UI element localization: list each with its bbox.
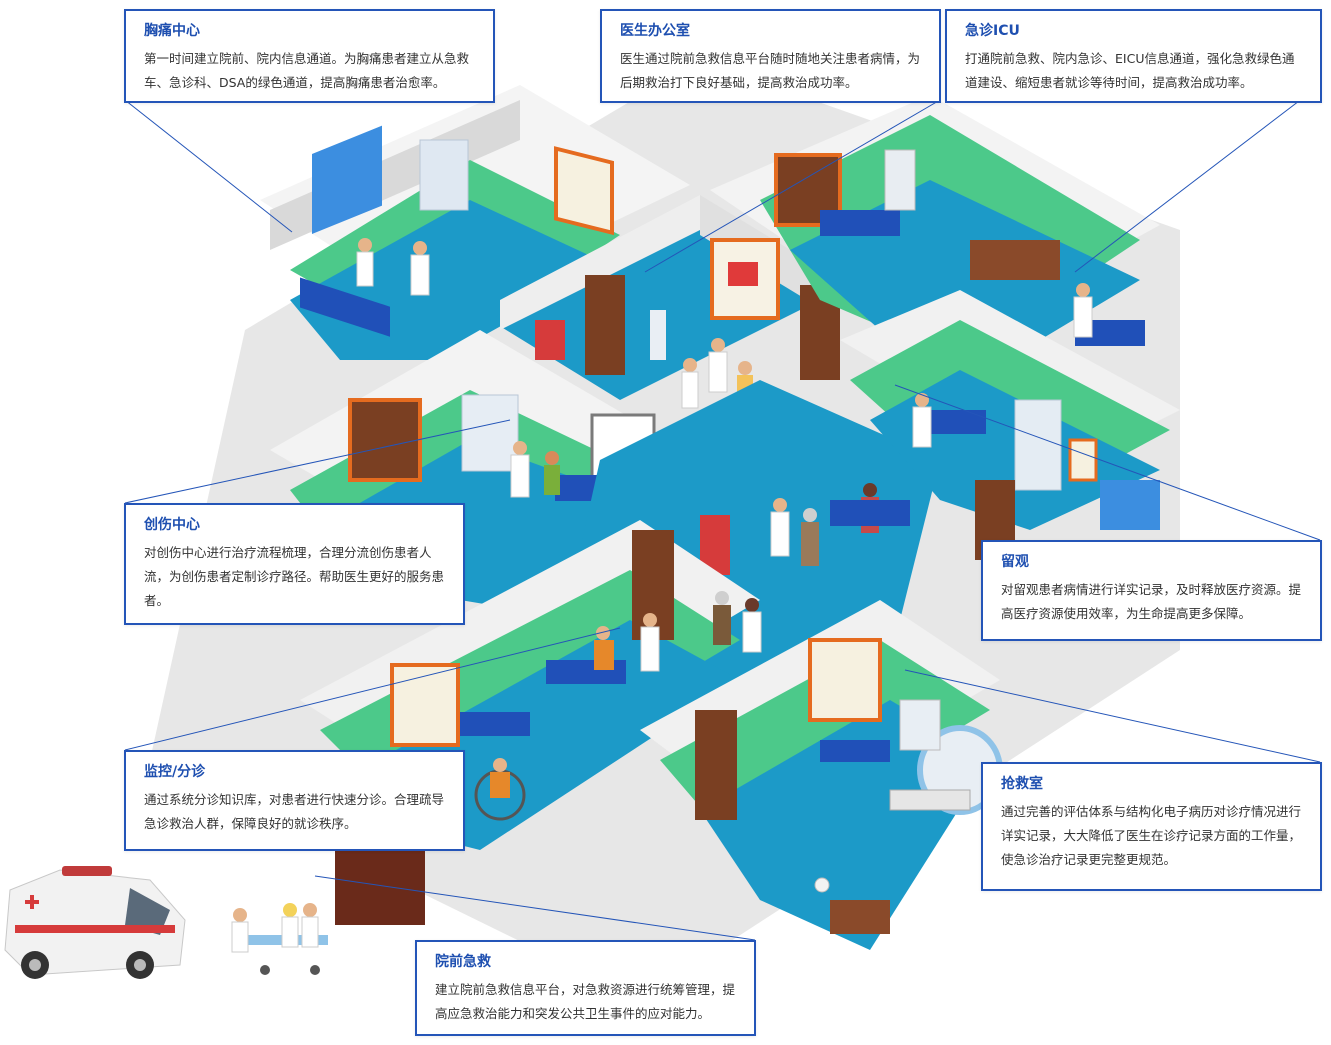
callout-desc: 第一时间建立院前、院内信息通道。为胸痛患者建立从急救车、急诊科、DSA的绿色通道… bbox=[144, 51, 470, 90]
room-doctor-office bbox=[490, 195, 840, 411]
callout-title: 抢救室 bbox=[1001, 776, 1043, 792]
callout-title: 创伤中心 bbox=[144, 517, 200, 533]
ambulance-icon bbox=[4, 866, 186, 979]
callout-desc: 对留观患者病情进行详实记录，及时释放医疗资源。提高医疗资源使用效率，为生命提高更… bbox=[1001, 582, 1302, 621]
leader-trauma-center bbox=[124, 419, 511, 504]
callout-resuscitation-room: 抢救室 通过完善的评估体系与结构化电子病历对诊疗情况进行详实记录，大大降低了医生… bbox=[981, 762, 1322, 891]
callout-chest-pain-center: 胸痛中心 第一时间建立院前、院内信息通道。为胸痛患者建立从急救车、急诊科、DSA… bbox=[124, 9, 495, 103]
leader-pre-hospital bbox=[314, 875, 756, 941]
callout-title: 急诊ICU bbox=[965, 23, 1020, 39]
callout-observation: 留观 对留观患者病情进行详实记录，及时释放医疗资源。提高医疗资源使用效率，为生命… bbox=[981, 540, 1322, 641]
callout-desc: 医生通过院前急救信息平台随时随地关注患者病情，为后期救治打下良好基础，提高救治成… bbox=[620, 51, 921, 90]
callout-desc: 通过完善的评估体系与结构化电子病历对诊疗情况进行详实记录，大大降低了医生在诊疗记… bbox=[1001, 804, 1302, 867]
leader-doctor-office bbox=[644, 99, 941, 273]
callout-desc: 打通院前急救、院内急诊、EICU信息通道，强化急救绿色通道建设、缩短患者就诊等待… bbox=[965, 51, 1295, 90]
callout-emergency-icu: 急诊ICU 打通院前急救、院内急诊、EICU信息通道，强化急救绿色通道建设、缩短… bbox=[945, 9, 1322, 103]
callout-title: 胸痛中心 bbox=[144, 23, 200, 39]
stretcher-team-icon bbox=[231, 903, 328, 975]
leader-monitoring-triage bbox=[124, 627, 621, 751]
room-resuscitation bbox=[640, 600, 1003, 950]
leader-emergency-icu bbox=[1074, 84, 1321, 273]
callout-trauma-center: 创伤中心 对创伤中心进行治疗流程梳理，合理分流创伤患者人流，为创伤患者定制诊疗路… bbox=[124, 503, 465, 625]
callout-monitoring-triage: 监控/分诊 通过系统分诊知识库，对患者进行快速分诊。合理疏导急诊救治人群，保障良… bbox=[124, 750, 465, 851]
leader-resuscitation-room bbox=[904, 669, 1321, 763]
leader-chest-pain bbox=[124, 99, 293, 233]
callout-desc: 通过系统分诊知识库，对患者进行快速分诊。合理疏导急诊救治人群，保障良好的就诊秩序… bbox=[144, 792, 445, 831]
callout-title: 院前急救 bbox=[435, 954, 491, 970]
callout-pre-hospital: 院前急救 建立院前急救信息平台，对急救资源进行统筹管理，提高应急救治能力和突发公… bbox=[415, 940, 756, 1036]
callout-desc: 对创伤中心进行治疗流程梳理，合理分流创伤患者人流，为创伤患者定制诊疗路径。帮助医… bbox=[144, 545, 445, 608]
leader-observation bbox=[894, 384, 1321, 541]
callout-title: 留观 bbox=[1001, 554, 1029, 570]
callout-title: 监控/分诊 bbox=[144, 764, 206, 780]
callout-doctor-office: 医生办公室 医生通过院前急救信息平台随时随地关注患者病情，为后期救治打下良好基础… bbox=[600, 9, 941, 103]
room-chest-pain bbox=[260, 85, 690, 360]
callout-title: 医生办公室 bbox=[620, 23, 690, 39]
room-observation bbox=[840, 290, 1180, 560]
room-emergency-icu bbox=[710, 95, 1160, 370]
callout-desc: 建立院前急救信息平台，对急救资源进行统筹管理，提高应急救治能力和突发公共卫生事件… bbox=[435, 982, 736, 1021]
leader-lines bbox=[124, 84, 1321, 941]
